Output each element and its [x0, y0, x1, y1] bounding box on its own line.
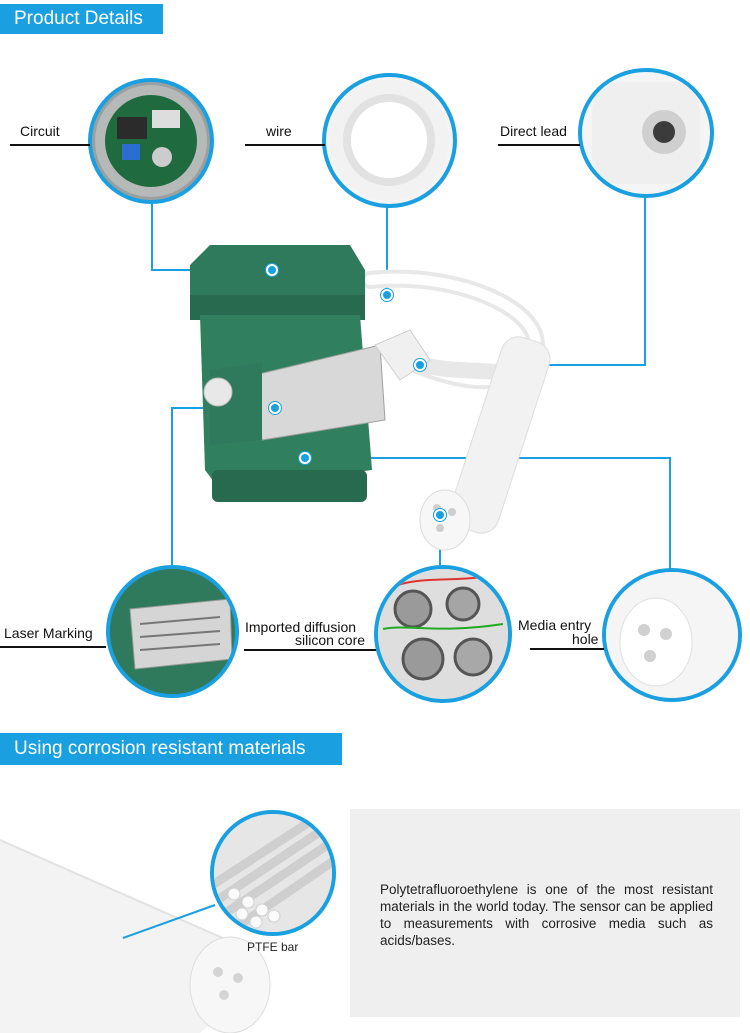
imported-diffusion-label: Imported diffusion	[245, 619, 357, 635]
laser-marking-dot	[269, 402, 281, 414]
circuit-label-line	[10, 144, 90, 146]
hole-label: hole	[572, 631, 599, 647]
media-entry-dot	[299, 452, 311, 464]
circuit-circle	[88, 78, 214, 204]
description-text: Polytetrafluoroethylene is one of the mo…	[380, 882, 713, 948]
green-housing	[190, 245, 431, 502]
circuit-label: Circuit	[20, 123, 60, 139]
silicon-core-label-line	[244, 649, 376, 651]
laser-marking-label: Laser Marking	[4, 625, 93, 641]
laser-marking-circle	[106, 565, 239, 698]
corrosion-banner: Using corrosion resistant materials	[0, 733, 342, 765]
circuit-dot	[266, 264, 278, 276]
wire-circle	[322, 73, 457, 208]
direct-lead-circle	[578, 68, 714, 198]
core-dot	[434, 509, 446, 521]
wire-dot	[381, 289, 393, 301]
direct-lead-label-line	[498, 144, 580, 146]
media-entry-label-line	[530, 648, 604, 650]
media-entry-circle	[602, 568, 742, 702]
wire-label-line	[245, 144, 325, 146]
laser-marking-label-line	[0, 646, 106, 648]
ptfe-bar-circle	[210, 810, 336, 936]
silicon-core-circle	[374, 565, 512, 703]
direct-lead-label: Direct lead	[500, 123, 567, 139]
wire-label: wire	[266, 123, 292, 139]
direct-lead-dot	[414, 359, 426, 371]
ptfe-bar-label: PTFE bar	[247, 940, 299, 954]
product-details-banner: Product Details	[0, 4, 163, 34]
description-box	[350, 809, 740, 1017]
silicon-core-label: silicon core	[295, 632, 366, 648]
media-entry-label: Media entry	[518, 617, 592, 633]
ptfe-probe	[419, 336, 551, 551]
